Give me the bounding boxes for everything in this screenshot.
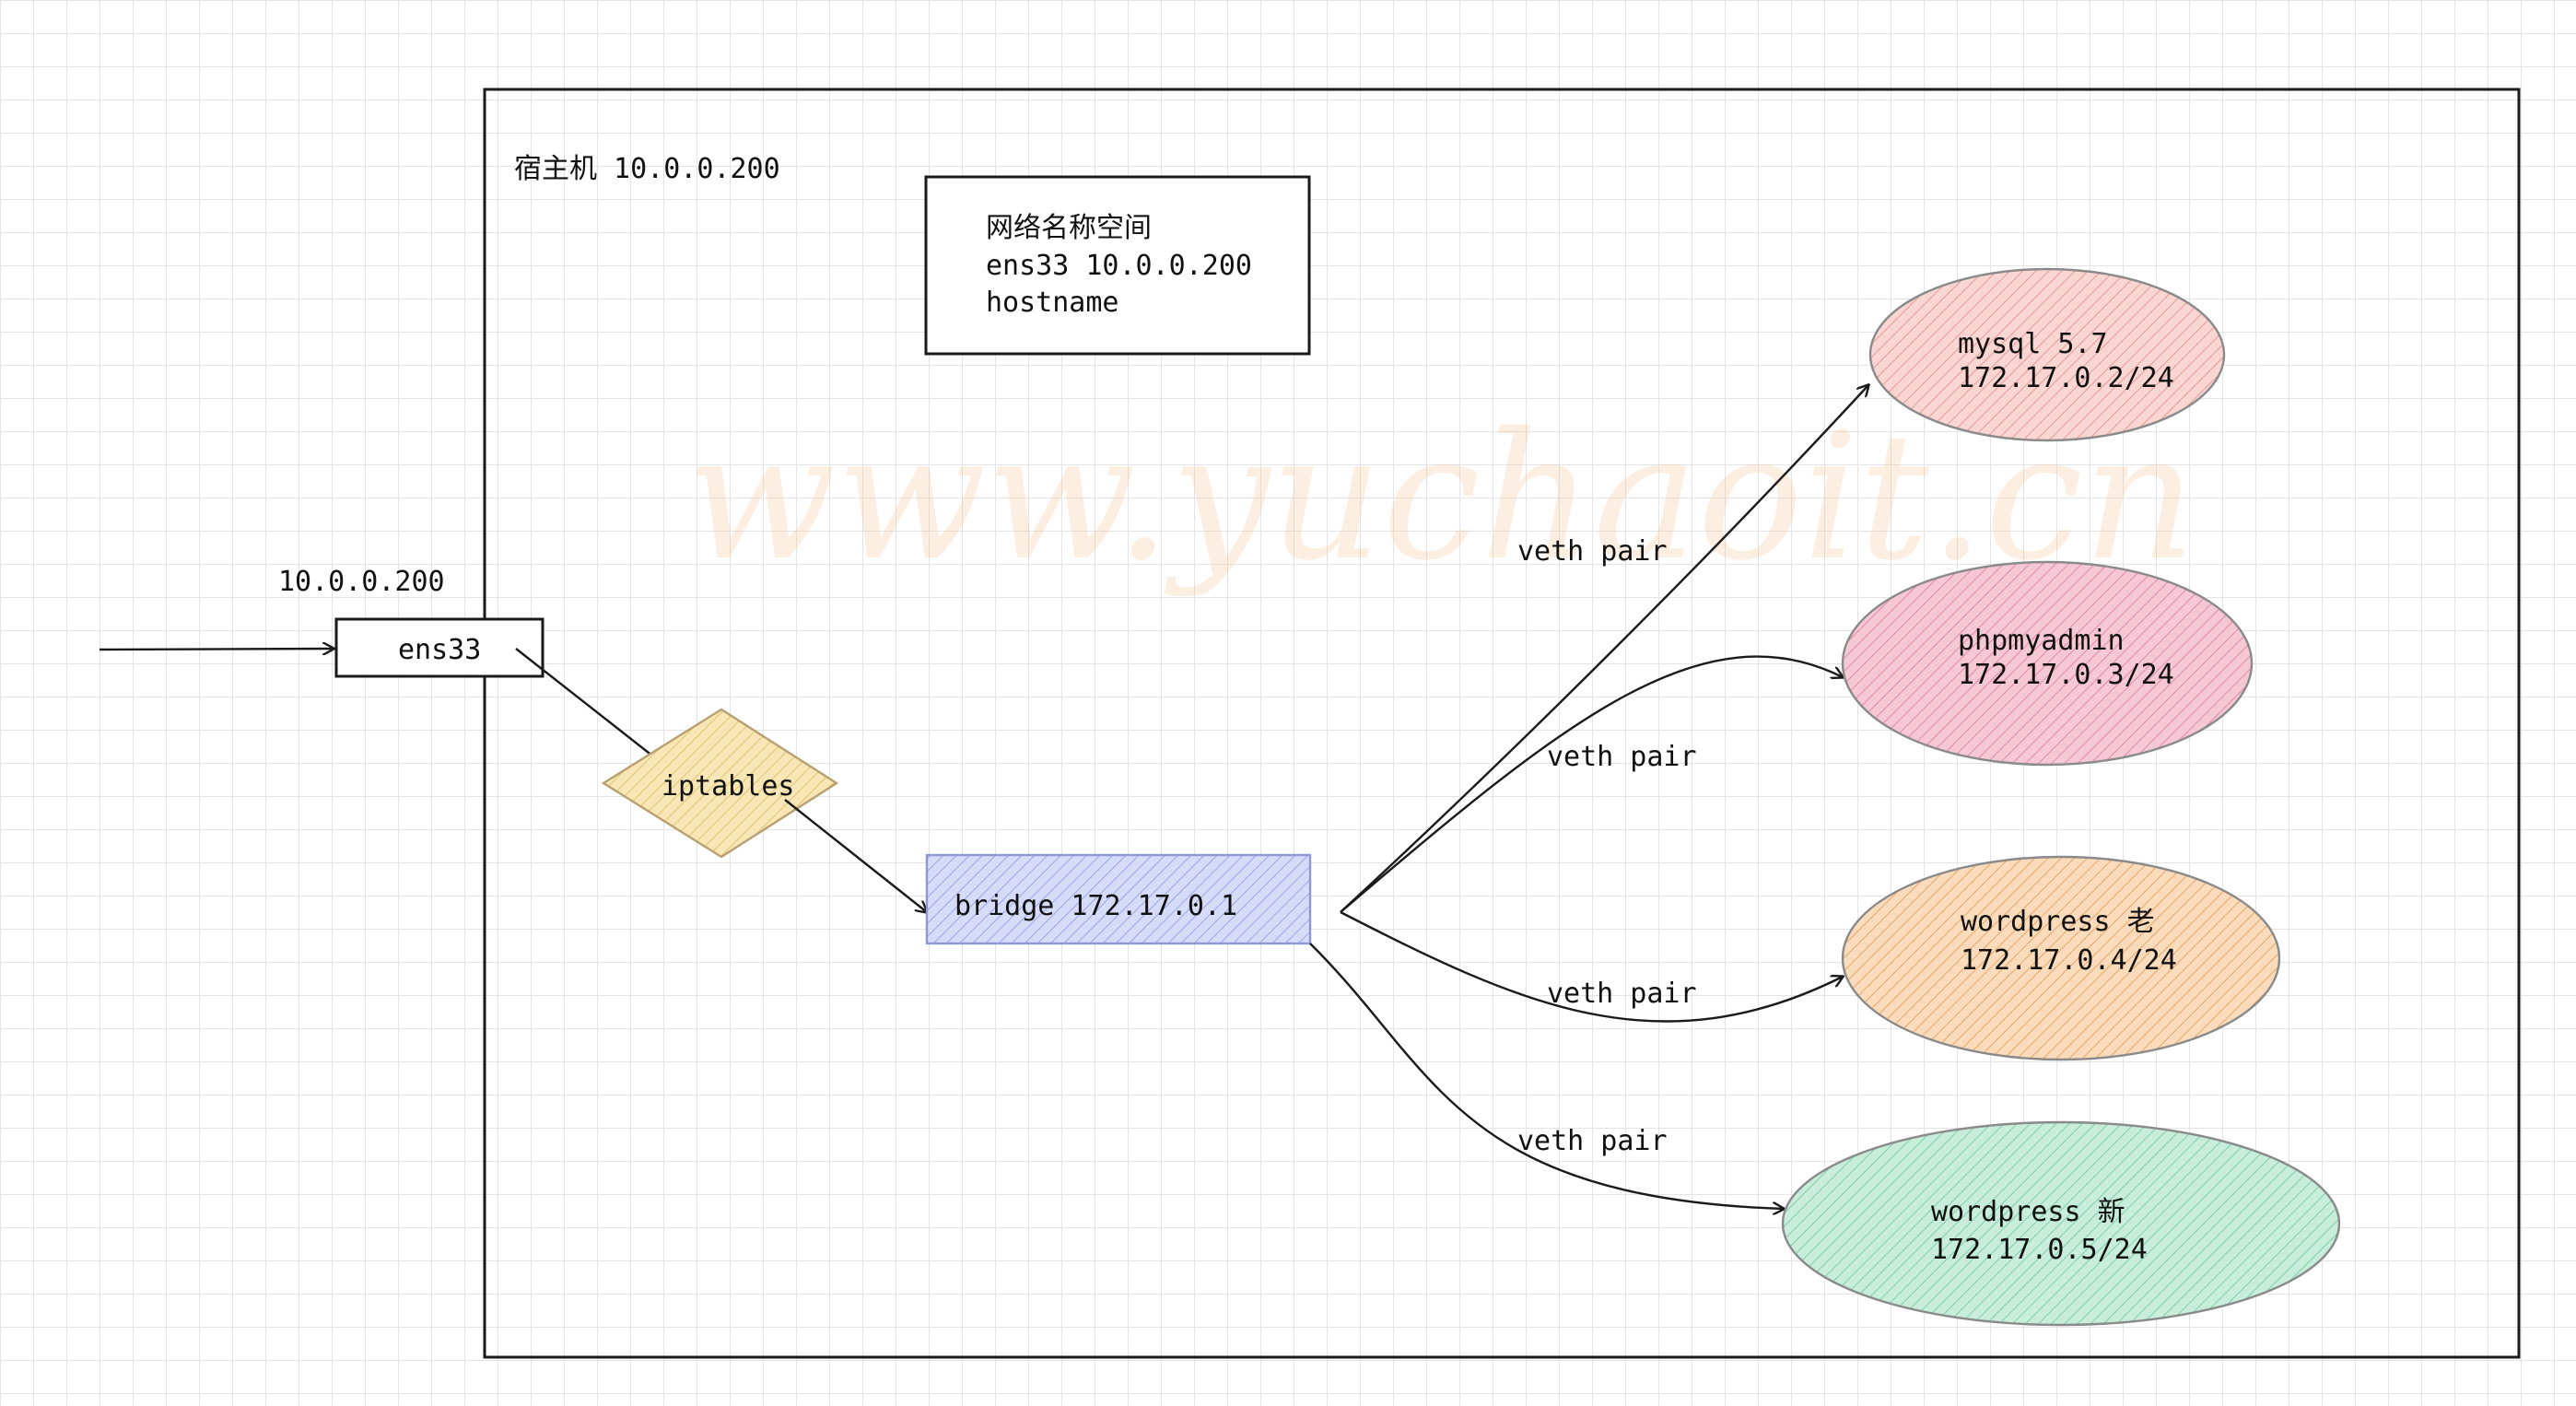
container-wordpress-new: [1781, 1120, 2341, 1327]
veth-label-1: veth pair: [1517, 535, 1668, 568]
veth-label-2: veth pair: [1547, 741, 1697, 773]
incoming-traffic-arrow: [99, 649, 334, 650]
iptables-diamond: [601, 708, 839, 859]
host-label: 宿主机 10.0.0.200: [514, 153, 780, 185]
container-mysql-ip: 172.17.0.2/24: [1958, 362, 2174, 394]
container-mysql-name: mysql 5.7: [1958, 328, 2108, 360]
container-phpmyadmin-ip: 172.17.0.3/24: [1958, 659, 2174, 691]
container-wordpress-old-ip: 172.17.0.4/24: [1961, 944, 2177, 977]
external-ip-label: 10.0.0.200: [278, 566, 445, 598]
veth-label-3: veth pair: [1547, 978, 1697, 1010]
namespace-line1: 网络名称空间: [986, 212, 1152, 244]
veth-label-4: veth pair: [1517, 1125, 1668, 1157]
container-mysql: [1868, 267, 2226, 442]
container-phpmyadmin: [1841, 560, 2254, 767]
container-wordpress-new-name: wordpress 新: [1931, 1196, 2125, 1228]
veth-line-wordpress-old: [1340, 910, 1843, 1023]
ens33-interface-box: [334, 617, 544, 678]
ens33-label: ens33: [398, 634, 481, 666]
iptables-label: iptables: [662, 770, 795, 803]
bridge-label: bridge 172.17.0.1: [954, 890, 1237, 922]
container-wordpress-new-ip: 172.17.0.5/24: [1931, 1234, 2148, 1266]
network-namespace-box: [924, 175, 1311, 356]
container-wordpress-old: [1841, 855, 2281, 1061]
bridge-box: [925, 853, 1312, 945]
namespace-line3: hostname: [986, 287, 1119, 319]
ens33-to-iptables-arrow: [515, 648, 662, 763]
veth-line-wordpress-new: [1309, 943, 1784, 1209]
watermark-text: www.yuchaoit.cn: [686, 395, 2195, 599]
host-machine-box: [483, 88, 2521, 1359]
veth-line-phpmyadmin: [1340, 655, 1843, 913]
veth-line-mysql: [1340, 385, 1868, 913]
iptables-to-bridge-arrow: [784, 799, 927, 912]
namespace-line2: ens33 10.0.0.200: [986, 250, 1252, 282]
container-phpmyadmin-name: phpmyadmin: [1958, 625, 2125, 657]
container-wordpress-old-name: wordpress 老: [1961, 906, 2155, 938]
